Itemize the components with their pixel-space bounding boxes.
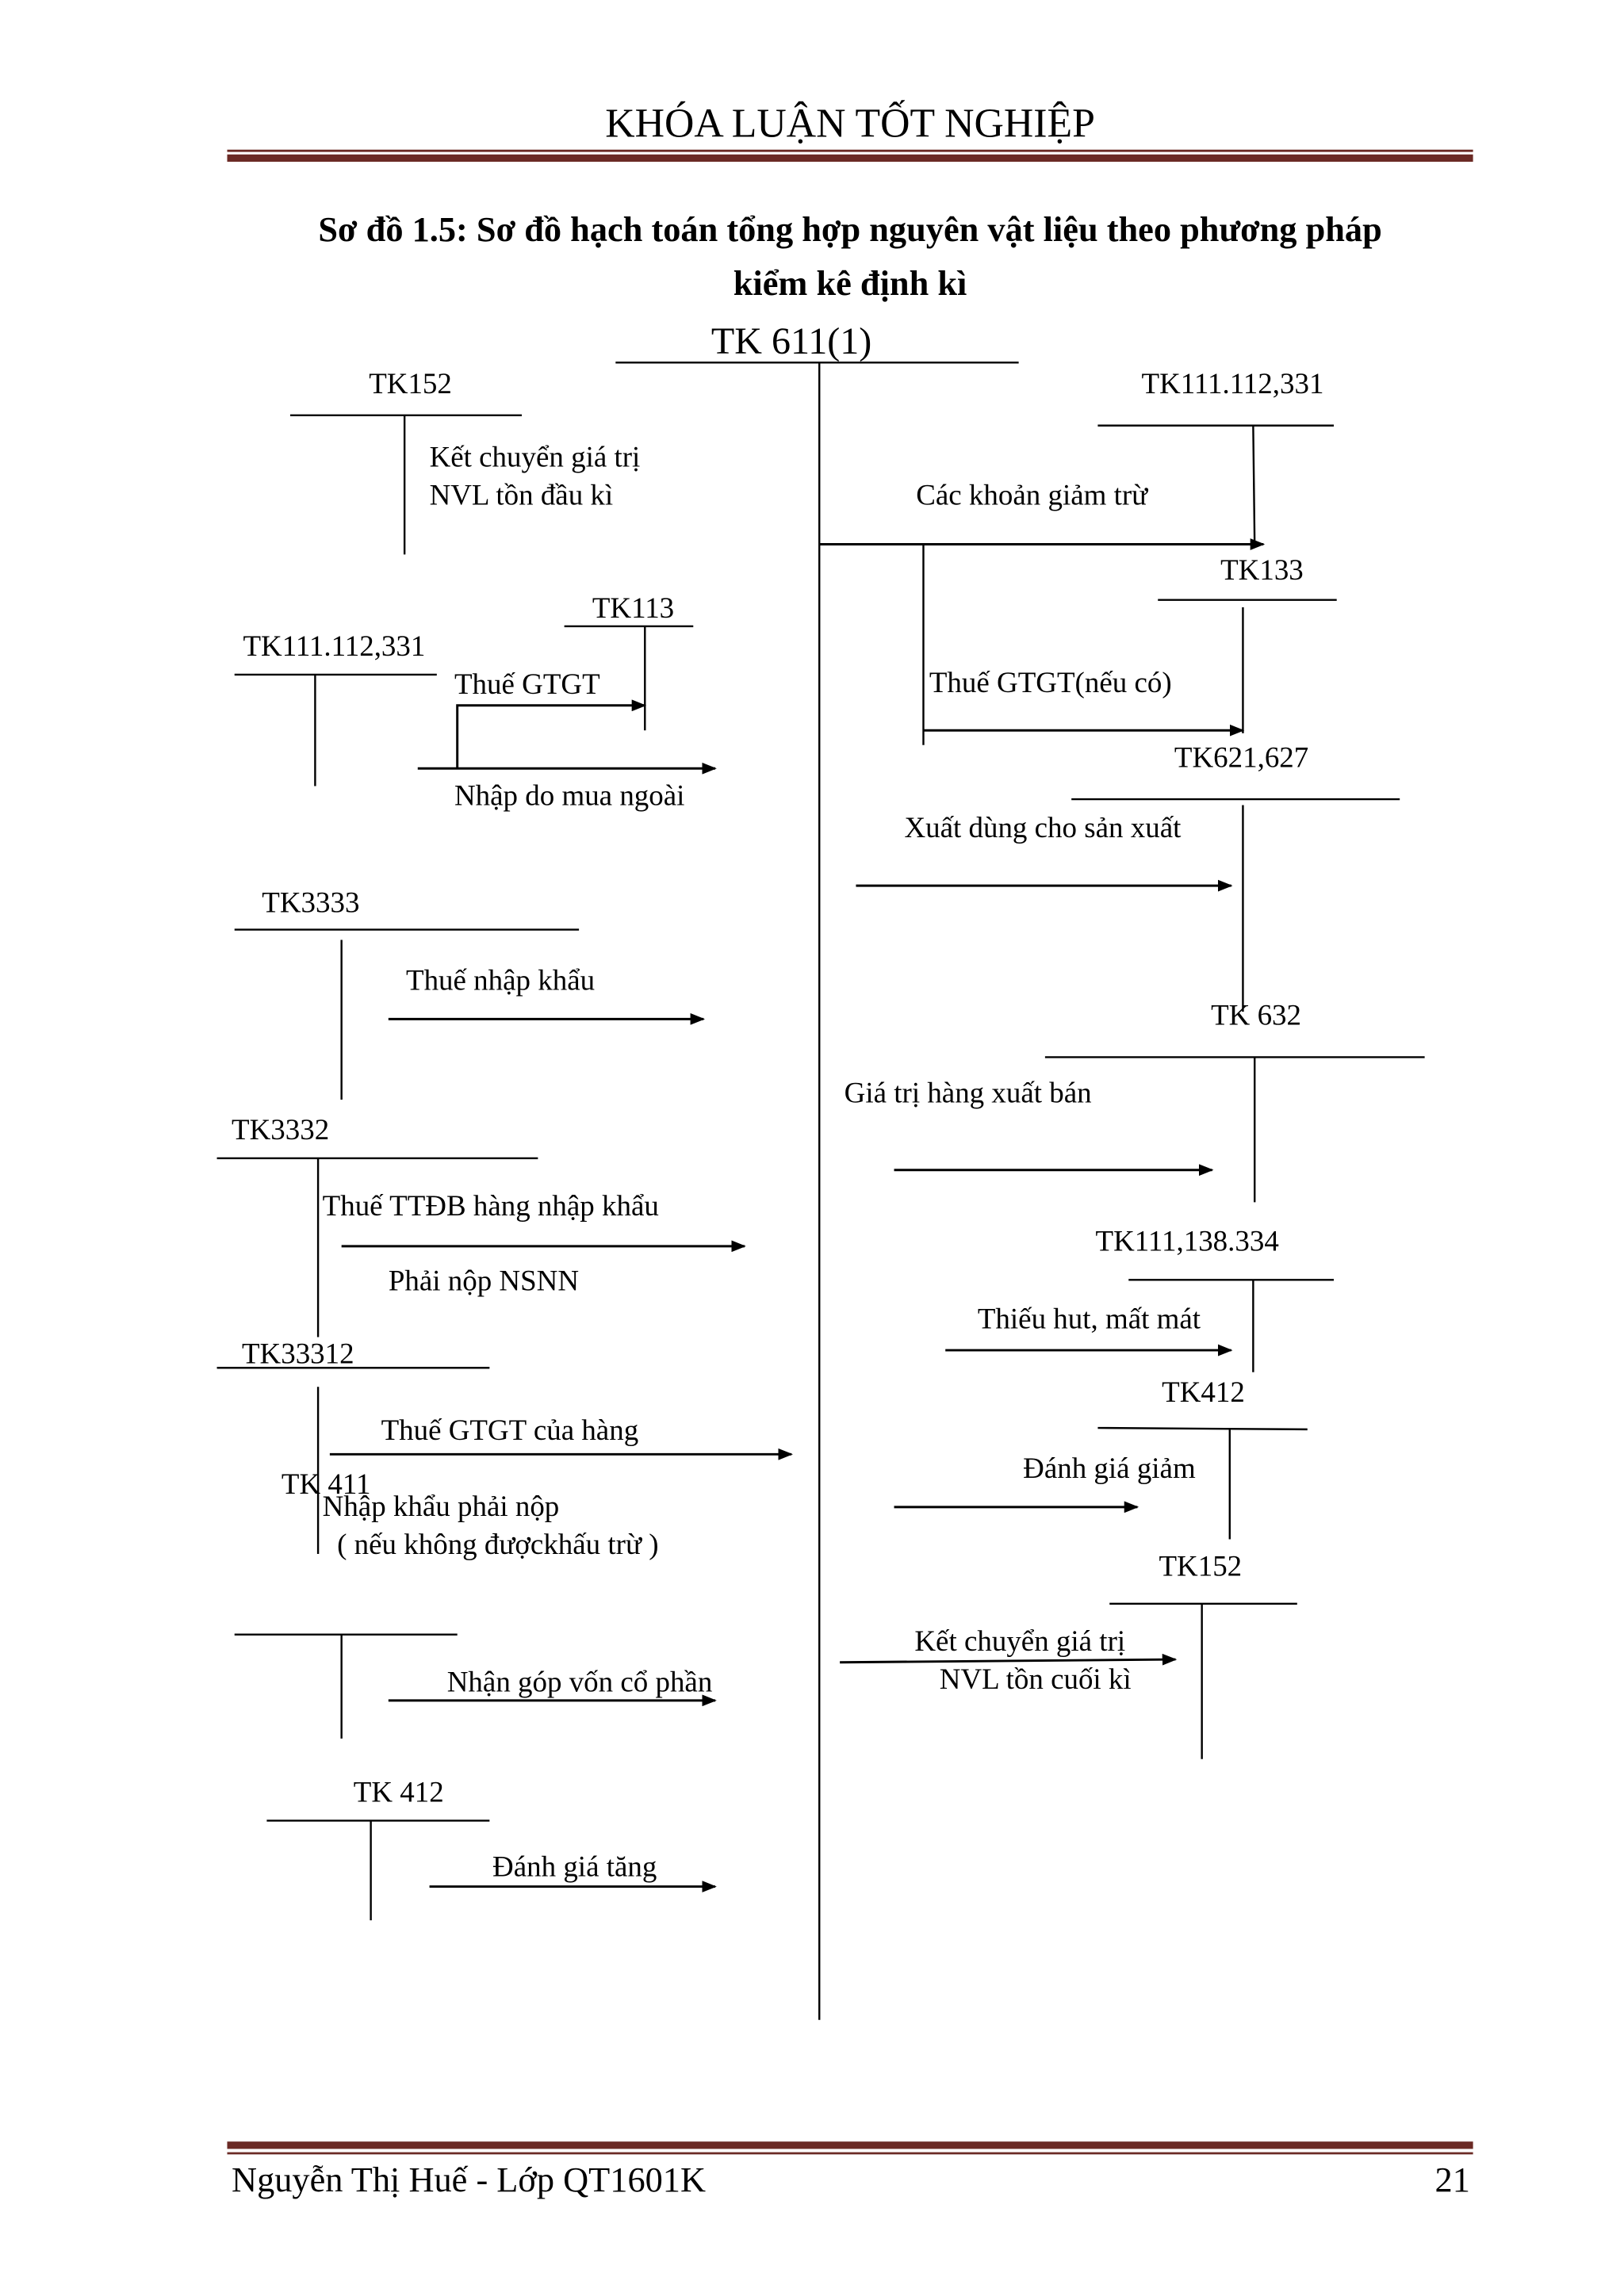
right-tk111-stem	[1252, 425, 1256, 546]
left-tk113-account: TK113	[592, 591, 674, 624]
right-tk632-account: TK 632	[1211, 999, 1301, 1031]
right-tk133-account: TK133	[1220, 553, 1304, 586]
right-tk152-account: TK152	[1159, 1550, 1242, 1582]
left-tk111-label: Nhập do mua ngoài	[454, 779, 684, 811]
header-rule-thick	[227, 154, 1473, 163]
left-tk3332-account: TK3332	[232, 1113, 329, 1146]
header-title: KHÓA LUẬN TỐT NGHIỆP	[605, 100, 1095, 147]
footer-rule-thick	[227, 2141, 1473, 2149]
diagram-title-line2: kiểm kê định kì	[733, 263, 967, 303]
right-tk412-label: Đánh giá giảm	[1023, 1452, 1196, 1484]
left-tk3332-label1: Thuế TTĐB hàng nhập khẩu	[323, 1189, 659, 1222]
central-account-label: TK 611(1)	[711, 320, 871, 362]
left-tk411-label: Nhận góp vốn cổ phần	[447, 1666, 713, 1698]
right-tk621-label: Xuất dùng cho sản xuất	[904, 811, 1182, 844]
right-tk412-bar	[1097, 1426, 1308, 1431]
left-tk33312-label1: Thuế GTGT của hàng	[381, 1414, 639, 1446]
right-tk632-label: Giá trị hàng xuất bán	[845, 1077, 1092, 1109]
left-tk3333-account: TK3333	[262, 886, 359, 918]
left-tk33312-label3: ( nếu không đượckhấu trừ )	[337, 1528, 658, 1561]
left-tk3333-label: Thuế nhập khẩu	[406, 963, 595, 996]
left-tk111-account: TK111.112,331	[243, 629, 425, 662]
left-tk33312-label2: Nhập khẩu phải nộp	[323, 1490, 560, 1522]
arrow-closing-inventory	[840, 1653, 1178, 1666]
left-tk412-label: Đánh giá tăng	[492, 1850, 657, 1883]
right-tk621-account: TK621,627	[1174, 740, 1308, 773]
left-tk152-label1: Kết chuyển giá trị	[430, 441, 641, 473]
left-tk412-account: TK 412	[354, 1775, 444, 1808]
left-tk33312-account: TK33312	[242, 1337, 354, 1370]
right-tk133-label: Thuế GTGT(nếu có)	[929, 666, 1172, 699]
left-tk111-tax-label: Thuế GTGT	[454, 668, 600, 700]
page-number: 21	[1435, 2160, 1470, 2199]
diagram-title-line1: Sơ đồ 1.5: Sơ đồ hạch toán tổng hợp nguy…	[318, 209, 1381, 249]
left-tk3332-label2: Phải nộp NSNN	[389, 1264, 579, 1296]
right-tk152-label1: Kết chuyển giá trị	[914, 1624, 1125, 1657]
right-tk111-account: TK111.112,331	[1142, 367, 1324, 400]
left-tk152-label2: NVL tồn đầu kì	[430, 479, 614, 511]
right-tk152-label2: NVL tồn cuối kì	[940, 1663, 1132, 1695]
footer-author: Nguyễn Thị Huế - Lớp QT1601K	[232, 2160, 706, 2199]
left-tk411-account: TK 411	[282, 1468, 371, 1500]
right-tk412-account: TK412	[1162, 1376, 1245, 1408]
right-tk111b-account: TK111,138.334	[1096, 1224, 1279, 1257]
left-tk152-account: TK152	[369, 367, 452, 400]
right-tk111-label: Các khoản giảm trừ	[916, 479, 1148, 511]
arrow-vat-to-tk113	[456, 699, 647, 769]
right-tk111b-label: Thiếu hut, mất mát	[978, 1302, 1201, 1334]
